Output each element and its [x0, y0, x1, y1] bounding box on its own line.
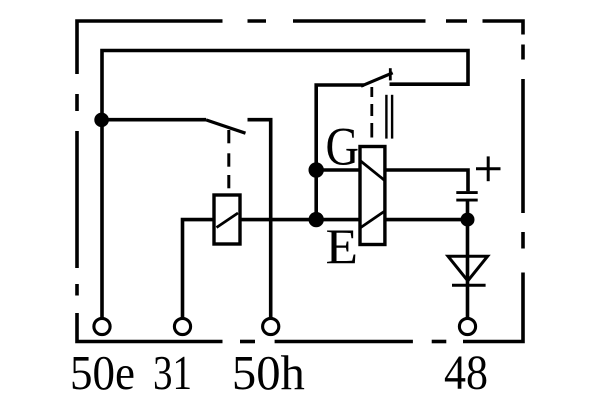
relay-coil [212, 193, 242, 246]
label-emitter: E [326, 218, 359, 274]
terminal-circle-31 [172, 316, 193, 337]
wire-collector-to-capacitor [384, 168, 470, 192]
diode-triangle [444, 254, 491, 284]
thermal-switch-blade [360, 71, 394, 88]
relay-switch-blade [205, 118, 247, 135]
terminal-label-50h: 50h [232, 345, 305, 400]
terminal-label-31: 31 [153, 345, 192, 400]
semiconductor-diagonal-upper [359, 159, 386, 182]
terminal-circle-50h [261, 316, 281, 337]
junction-dot-capacitor [460, 212, 475, 227]
plus-sign [476, 156, 501, 182]
actuator-links [227, 87, 374, 189]
wire-50e-top-rail [100, 48, 470, 318]
terminal-circle-50e [92, 316, 112, 337]
junction-dot-gate [308, 162, 324, 178]
semiconductor [358, 144, 387, 247]
switch-blades [205, 68, 394, 135]
relay-coil-diagonal [215, 211, 239, 229]
terminal-label-50e: 50e [70, 345, 135, 400]
label-gate: G [326, 117, 360, 177]
wire-relay-switch-to-50h [247, 117, 273, 318]
border-corner-bottom-right [463, 272, 525, 344]
semiconductor-box [358, 144, 387, 247]
junction-dots [94, 112, 475, 228]
terminal-circle-48 [457, 316, 478, 337]
enclosure-border [75, 19, 525, 344]
terminal-label-48: 48 [444, 345, 488, 400]
diode [444, 254, 491, 287]
junction-dot-50e [94, 112, 109, 128]
junction-dot-emitter [308, 211, 324, 228]
border-corner-top-left [75, 19, 223, 74]
capacitor [456, 191, 478, 202]
terminal-circles [92, 316, 478, 337]
border-corner-bottom-left [75, 313, 223, 344]
heater-bars [385, 94, 394, 139]
border-corner-top-right [482, 19, 525, 35]
semiconductor-diagonal-lower [359, 209, 386, 230]
